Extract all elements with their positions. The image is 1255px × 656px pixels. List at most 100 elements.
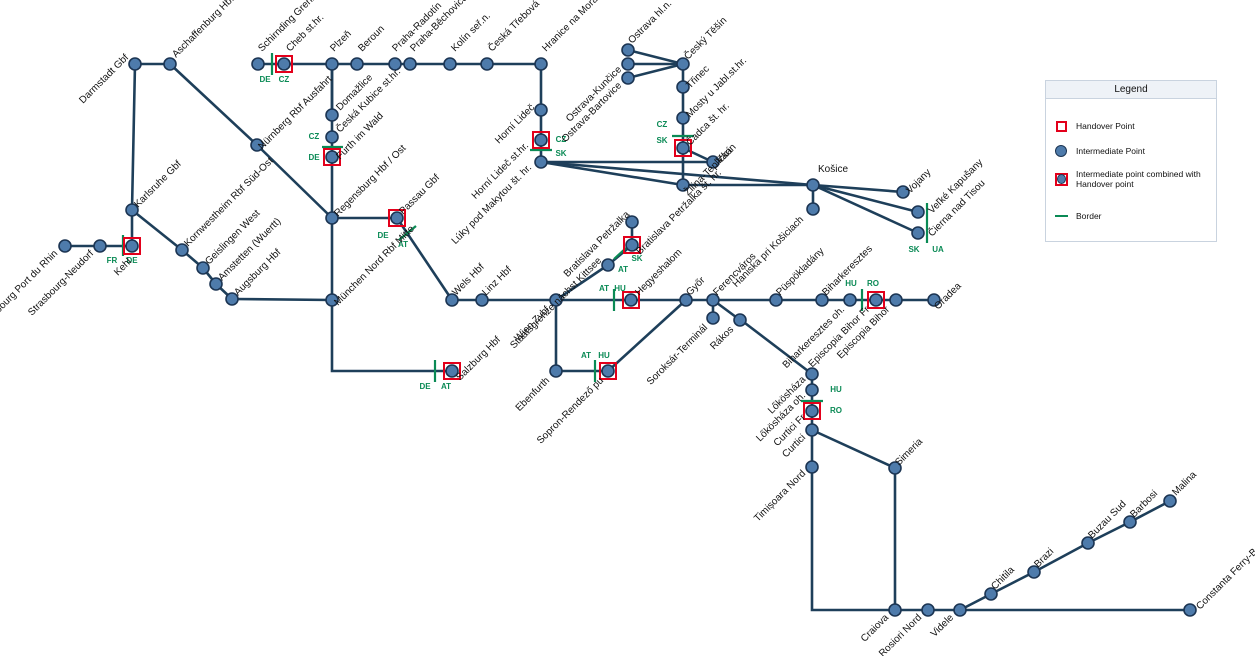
- station-node-curtici[interactable]: [805, 423, 819, 437]
- border-country-code: FR: [107, 256, 118, 265]
- station-node-vojany[interactable]: [896, 185, 910, 199]
- handover-point-box: [123, 237, 141, 255]
- station-node-kuncice[interactable]: [621, 57, 635, 71]
- station-node-strasbourg[interactable]: [58, 239, 72, 253]
- border-country-code: HU: [830, 385, 842, 394]
- station-node-kehl[interactable]: [125, 239, 139, 253]
- station-node-kosice[interactable]: [806, 178, 820, 192]
- station-node-episcopia[interactable]: [889, 293, 903, 307]
- station-node-simeria[interactable]: [888, 461, 902, 475]
- station-node-linz[interactable]: [475, 293, 489, 307]
- station-node-furth[interactable]: [325, 150, 339, 164]
- station-node-kapusany[interactable]: [911, 205, 925, 219]
- station-node-darmstadt[interactable]: [128, 57, 142, 71]
- station-node-trinec[interactable]: [676, 80, 690, 94]
- border-country-code: CZ: [279, 75, 290, 84]
- station-node-cadca[interactable]: [676, 141, 690, 155]
- station-node-regensburg[interactable]: [325, 211, 339, 225]
- handover-point-box: [443, 362, 461, 380]
- station-node-tesin[interactable]: [676, 57, 690, 71]
- station-node-schirnding[interactable]: [251, 57, 265, 71]
- station-node-haniska[interactable]: [806, 202, 820, 216]
- station-node-trebova[interactable]: [480, 57, 494, 71]
- border-country-code: AT: [441, 382, 451, 391]
- station-node-radotin[interactable]: [388, 57, 402, 71]
- station-node-biharkeresztes[interactable]: [815, 293, 829, 307]
- rail-segment: [606, 298, 688, 373]
- station-node-hranice[interactable]: [534, 57, 548, 71]
- station-node-plzen[interactable]: [325, 57, 339, 71]
- station-node-barbosi[interactable]: [1123, 515, 1137, 529]
- station-node-kubice[interactable]: [325, 130, 339, 144]
- legend-label: Handover Point: [1076, 121, 1135, 131]
- station-node-karlsruhe[interactable]: [125, 203, 139, 217]
- station-node-horni_lidec_hr[interactable]: [534, 133, 548, 147]
- station-node-lokoshaza_oh[interactable]: [805, 383, 819, 397]
- station-node-timisoara[interactable]: [805, 460, 819, 474]
- station-node-augsburg[interactable]: [225, 292, 239, 306]
- station-node-puspokladany[interactable]: [769, 293, 783, 307]
- station-node-videle[interactable]: [953, 603, 967, 617]
- station-node-chitila[interactable]: [984, 587, 998, 601]
- station-node-kittsee[interactable]: [601, 258, 615, 272]
- station-node-aschaffenburg[interactable]: [163, 57, 177, 71]
- station-node-biharkeresztes_oh[interactable]: [843, 293, 857, 307]
- station-node-petrzalka[interactable]: [625, 215, 639, 229]
- station-node-sopron[interactable]: [601, 364, 615, 378]
- handover-point-box: [599, 362, 617, 380]
- station-node-ferencvaros[interactable]: [706, 293, 720, 307]
- station-label: Craiova: [859, 612, 891, 644]
- station-label: Horní Lideč: [493, 102, 537, 146]
- station-node-malina[interactable]: [1163, 494, 1177, 508]
- station-node-passau[interactable]: [390, 211, 404, 225]
- station-node-kornwestheim[interactable]: [175, 243, 189, 257]
- station-node-oradea[interactable]: [927, 293, 941, 307]
- station-node-munchen[interactable]: [325, 293, 339, 307]
- station-node-cheb[interactable]: [277, 57, 291, 71]
- station-node-horni_lidec[interactable]: [534, 103, 548, 117]
- station-node-rosiori[interactable]: [921, 603, 935, 617]
- station-node-ostrava[interactable]: [621, 43, 635, 57]
- station-node-salzburg[interactable]: [445, 364, 459, 378]
- legend-item-intermediate: Intermediate Point: [1054, 144, 1212, 158]
- station-node-kolin[interactable]: [443, 57, 457, 71]
- station-label: Beroun: [356, 24, 387, 55]
- station-node-mosty[interactable]: [676, 111, 690, 125]
- station-node-lokoshaza[interactable]: [805, 367, 819, 381]
- handover-point-box: [275, 55, 293, 73]
- station-node-beroun[interactable]: [350, 57, 364, 71]
- station-node-domazlice[interactable]: [325, 108, 339, 122]
- station-node-gyor[interactable]: [679, 293, 693, 307]
- station-node-buzau[interactable]: [1081, 536, 1095, 550]
- station-node-luky[interactable]: [534, 155, 548, 169]
- station-node-constanta[interactable]: [1183, 603, 1197, 617]
- station-node-petrzalka_hr[interactable]: [625, 238, 639, 252]
- station-node-hegyeshalom[interactable]: [624, 293, 638, 307]
- station-node-varin[interactable]: [706, 155, 720, 169]
- station-node-curtici_fr[interactable]: [805, 404, 819, 418]
- station-node-wels[interactable]: [445, 293, 459, 307]
- station-node-amstetten[interactable]: [209, 277, 223, 291]
- border-country-code: RO: [867, 279, 879, 288]
- station-node-soroksar[interactable]: [706, 311, 720, 325]
- station-node-cierna[interactable]: [911, 226, 925, 240]
- border-country-code: CZ: [309, 132, 320, 141]
- station-node-geislingen[interactable]: [196, 261, 210, 275]
- station-node-nurnberg[interactable]: [250, 138, 264, 152]
- rail-segment: [811, 183, 920, 214]
- station-node-craiova[interactable]: [888, 603, 902, 617]
- handover-point-box: [867, 291, 885, 309]
- station-node-neudorf[interactable]: [93, 239, 107, 253]
- station-node-zilina[interactable]: [676, 178, 690, 192]
- border-country-code: CZ: [657, 120, 668, 129]
- station-node-brazi[interactable]: [1027, 565, 1041, 579]
- border-country-code: UA: [932, 245, 944, 254]
- station-node-episcopia_fr[interactable]: [869, 293, 883, 307]
- rail-segment: [739, 318, 814, 376]
- station-node-ebenfurth[interactable]: [549, 364, 563, 378]
- station-node-rakos[interactable]: [733, 313, 747, 327]
- station-node-wien[interactable]: [549, 293, 563, 307]
- rail-segment: [168, 62, 259, 147]
- station-node-bechovice[interactable]: [403, 57, 417, 71]
- station-node-bartovice[interactable]: [621, 71, 635, 85]
